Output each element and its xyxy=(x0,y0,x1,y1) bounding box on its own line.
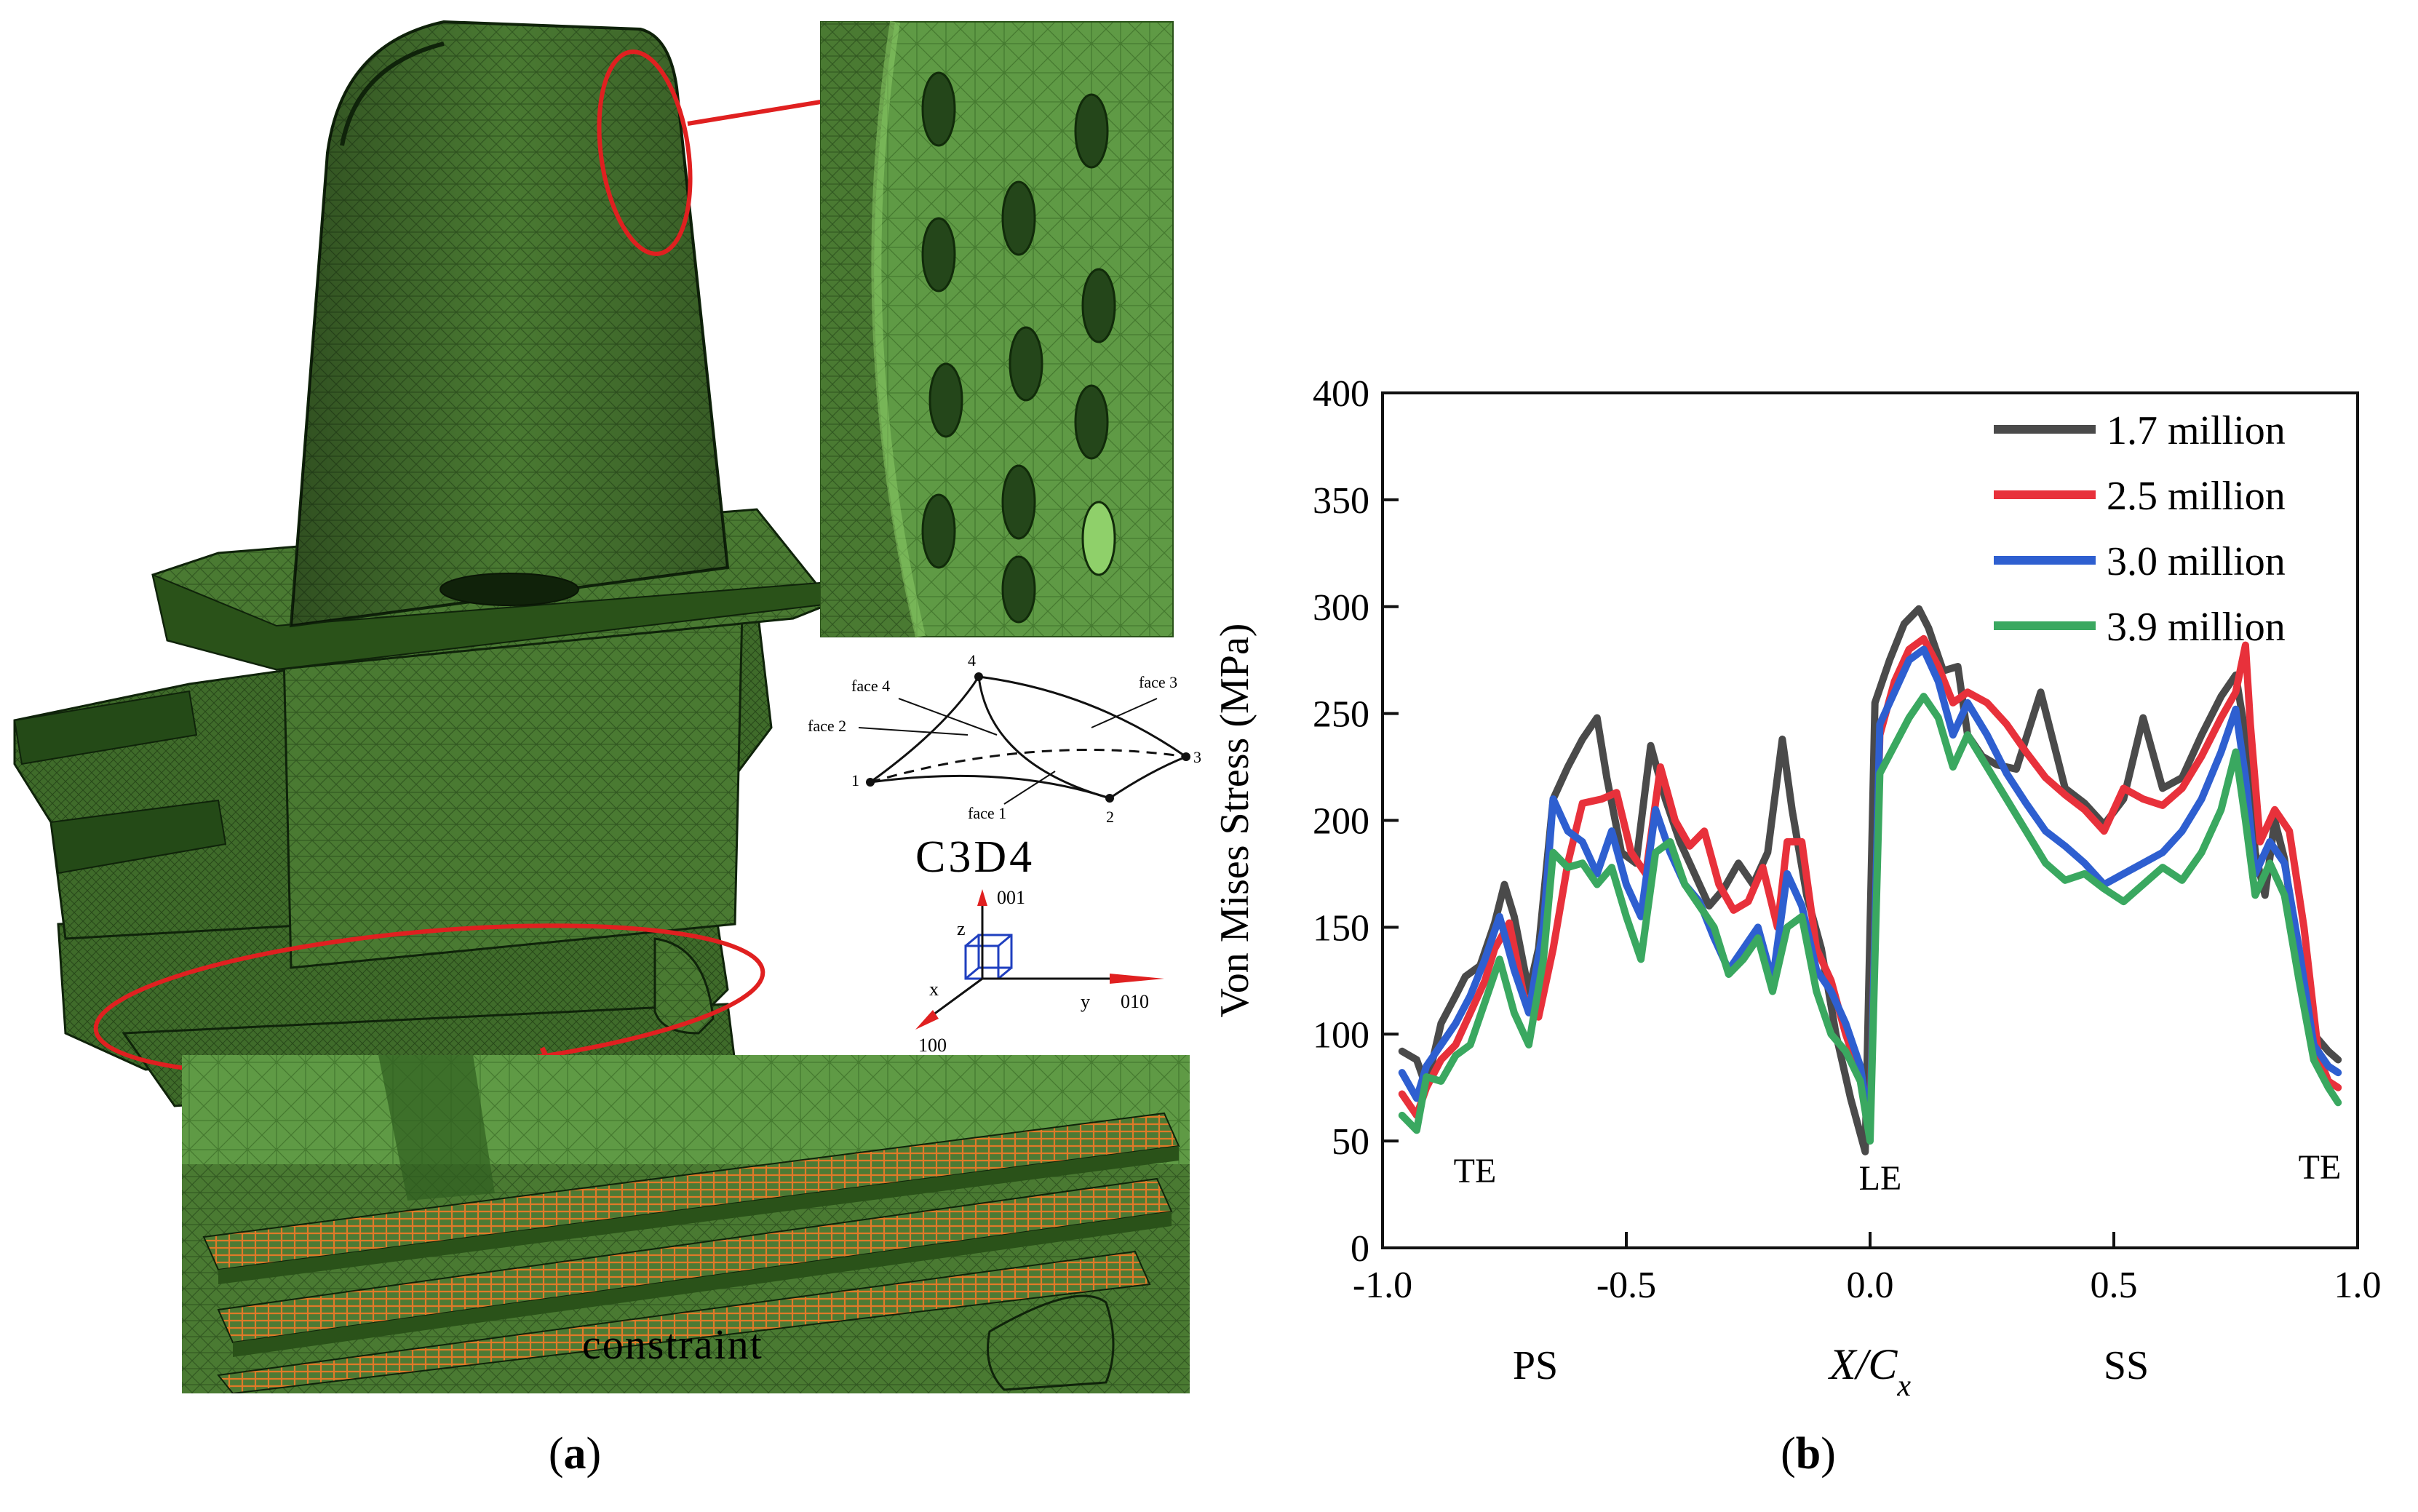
cooling-hole-inset xyxy=(820,20,1174,638)
legend-label: 3.9 million xyxy=(2107,605,2286,650)
legend-label: 2.5 million xyxy=(2107,474,2286,519)
te-right-label: TE xyxy=(2299,1148,2342,1187)
node-2-label: 2 xyxy=(1106,808,1114,826)
legend-label: 1.7 million xyxy=(2107,408,2286,453)
y-axis-ticks: 0 50 100 150 200 250 300 350 400 xyxy=(1313,373,1399,1270)
series-line xyxy=(1398,693,2342,1145)
blade-shank xyxy=(13,602,773,969)
axis-x-label: x xyxy=(929,979,939,1000)
face-1-label: face 1 xyxy=(968,804,1006,822)
node-4-label: 4 xyxy=(968,651,976,669)
x-tick-label: 0.5 xyxy=(2091,1265,2138,1306)
axis-z-label: z xyxy=(957,918,966,939)
face-4-label: face 4 xyxy=(851,677,890,695)
legend: 1.7 million 2.5 million 3.0 million 3.9 mil… xyxy=(1994,408,2286,650)
x-tick-label: -0.5 xyxy=(1596,1265,1656,1306)
face-2-label: face 2 xyxy=(808,717,846,735)
legend-label: 3.0 million xyxy=(2107,539,2286,584)
node-3-label: 3 xyxy=(1193,748,1201,766)
caption-b: (b) xyxy=(1781,1429,1836,1479)
y-axis-label: Von Mises Stress (MPa) xyxy=(1212,624,1257,1018)
x-axis-ticks: -1.0 -0.5 0.0 0.5 1.0 xyxy=(1353,1232,2382,1306)
y-tick-label: 200 xyxy=(1313,801,1369,843)
blade-airfoil xyxy=(289,20,730,628)
panel-b-stress-chart: 0 50 100 150 200 250 300 350 400 -1.0 -0.5 0.0 0.5 1… xyxy=(1212,373,2382,1479)
x-tick-label: -1.0 xyxy=(1353,1265,1412,1306)
c3d4-label: C3D4 xyxy=(915,832,1035,882)
face-3-label: face 3 xyxy=(1139,673,1177,691)
dir-010-label: 010 xyxy=(1121,991,1149,1012)
ss-label: SS xyxy=(2104,1343,2149,1388)
dir-100-label: 100 xyxy=(918,1035,947,1056)
y-tick-label: 100 xyxy=(1313,1014,1369,1056)
axis-y-label: y xyxy=(1081,991,1090,1012)
tip-connector-line xyxy=(687,100,822,126)
panel-a-blade-mesh: 1 2 3 4 face 1 face 2 face 3 face 4 C3D4 xyxy=(13,20,1201,1479)
y-tick-label: 0 xyxy=(1351,1228,1369,1270)
y-tick-label: 300 xyxy=(1313,587,1369,629)
le-label: LE xyxy=(1859,1159,1902,1198)
y-tick-label: 50 xyxy=(1332,1121,1369,1163)
caption-a: (a) xyxy=(549,1429,601,1479)
node-1-label: 1 xyxy=(851,771,859,789)
te-left-label: TE xyxy=(1454,1152,1497,1190)
ps-label: PS xyxy=(1513,1343,1558,1388)
constraint-label: constraint xyxy=(582,1321,763,1368)
y-tick-label: 150 xyxy=(1313,907,1369,949)
x-axis-label: X/Cx xyxy=(1828,1340,1911,1403)
x-tick-label: 1.0 xyxy=(2334,1265,2382,1306)
y-tick-label: 400 xyxy=(1313,373,1369,415)
constraint-zoom-view xyxy=(182,1055,1190,1408)
y-tick-label: 250 xyxy=(1313,694,1369,736)
tip-highlight-ellipse xyxy=(597,49,693,256)
y-tick-label: 350 xyxy=(1313,480,1369,522)
dir-001-label: 001 xyxy=(997,887,1025,908)
coordinate-axes-icon: z y x 001 010 100 xyxy=(915,887,1164,1056)
x-tick-label: 0.0 xyxy=(1847,1265,1894,1306)
c3d4-element-sketch: 1 2 3 4 face 1 face 2 face 3 face 4 C3D4 xyxy=(808,651,1201,882)
plot-lines xyxy=(1398,605,2342,1155)
